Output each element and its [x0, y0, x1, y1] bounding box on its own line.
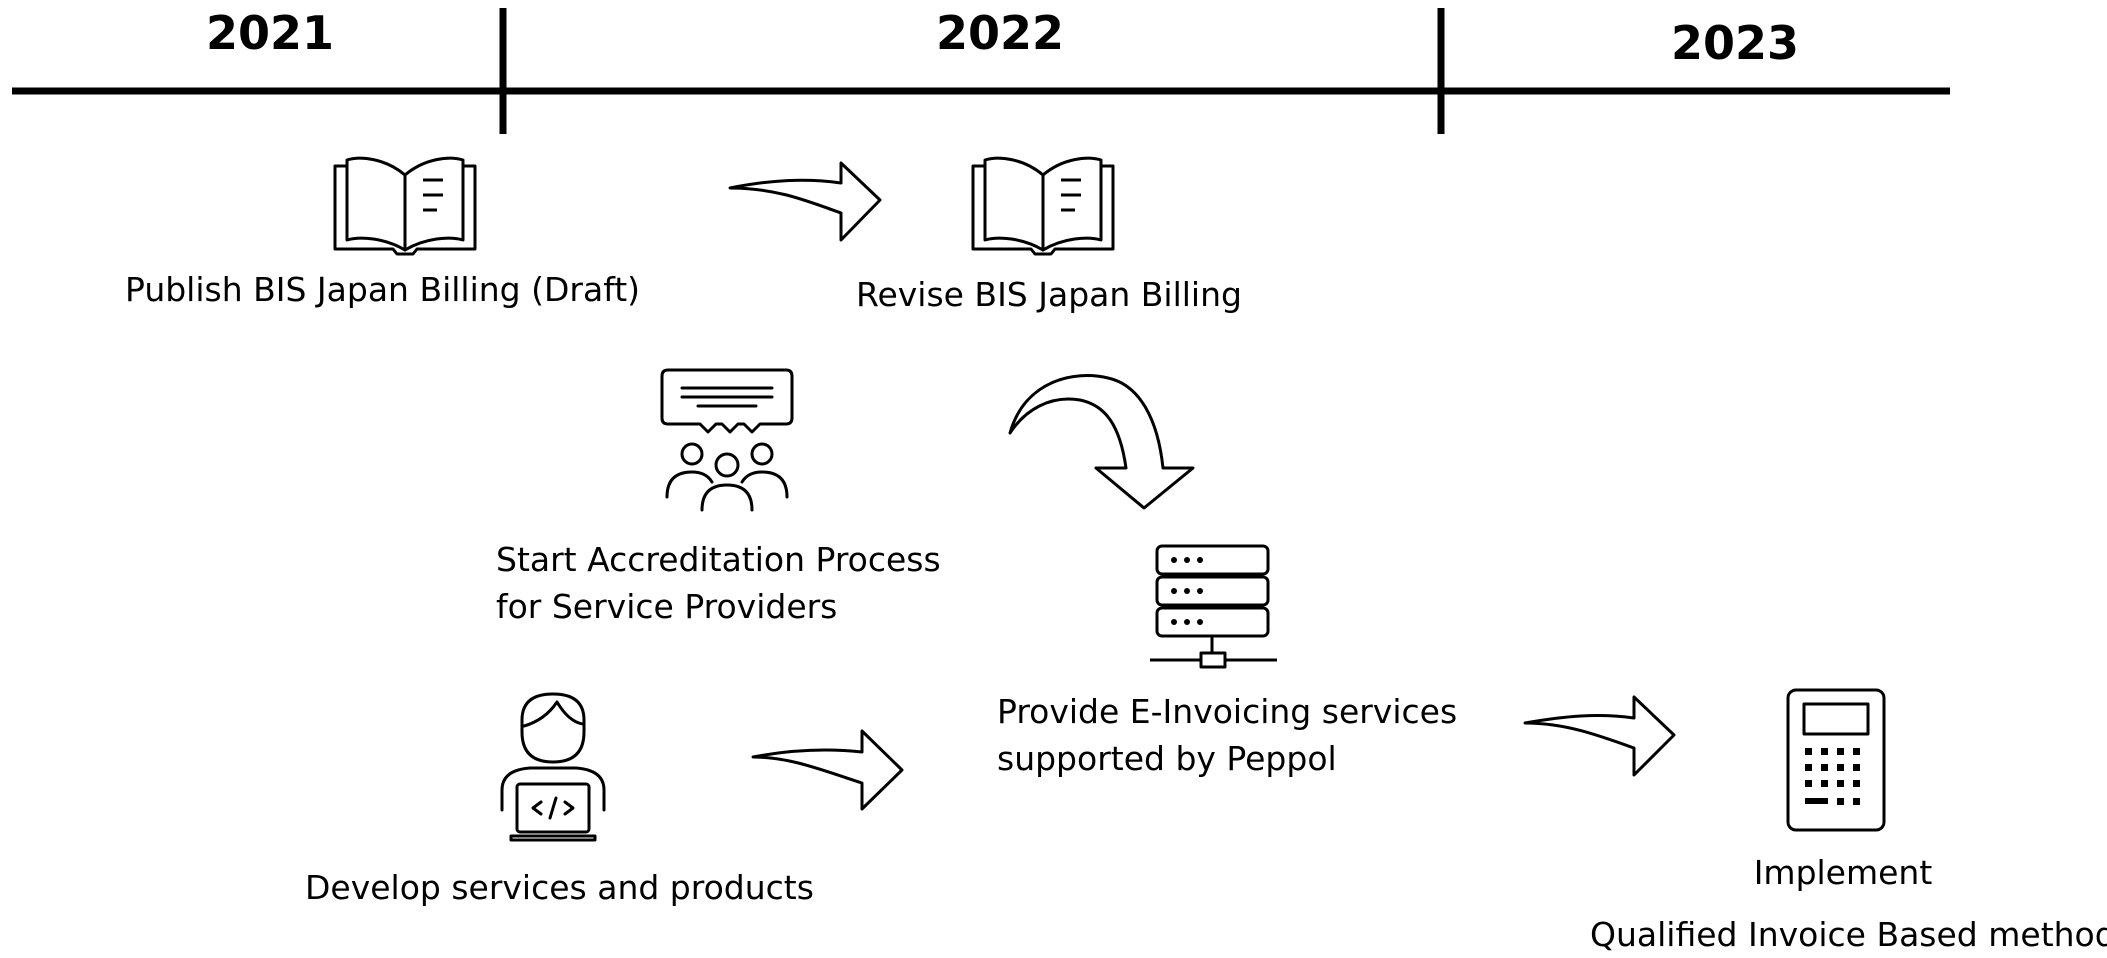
step-label-revise: Revise BIS Japan Billing — [856, 275, 1242, 314]
arrow-publish-to-revise — [728, 161, 882, 242]
step-label-develop: Develop services and products — [305, 868, 814, 907]
step-label-implement-line1: Implement — [1753, 853, 1933, 892]
step-label-publish-draft: Publish BIS Japan Billing (Draft) — [125, 270, 641, 309]
year-label-2022: 2022 — [935, 6, 1065, 60]
year-label-2023: 2023 — [1670, 16, 1800, 70]
meeting-group-icon — [660, 368, 794, 512]
arrow-revise-to-provide — [1008, 374, 1195, 510]
arrow-develop-to-provide — [751, 729, 904, 811]
developer-laptop-icon — [500, 692, 606, 842]
arrow-provide-to-implement — [1523, 695, 1676, 777]
step-label-provide-line2: supported by Peppol — [997, 739, 1337, 778]
open-book-icon — [971, 156, 1115, 256]
step-label-accreditation-line2: for Service Providers — [496, 587, 838, 626]
step-label-provide-line1: Provide E-Invoicing services — [997, 692, 1458, 731]
year-label-2021: 2021 — [205, 6, 335, 60]
step-label-accreditation-line1: Start Accreditation Process — [496, 540, 941, 579]
open-book-icon — [333, 156, 477, 256]
calculator-icon — [1786, 688, 1886, 832]
server-network-icon — [1150, 544, 1277, 669]
step-label-implement-line2: Qualified Invoice Based method — [1590, 915, 2107, 954]
